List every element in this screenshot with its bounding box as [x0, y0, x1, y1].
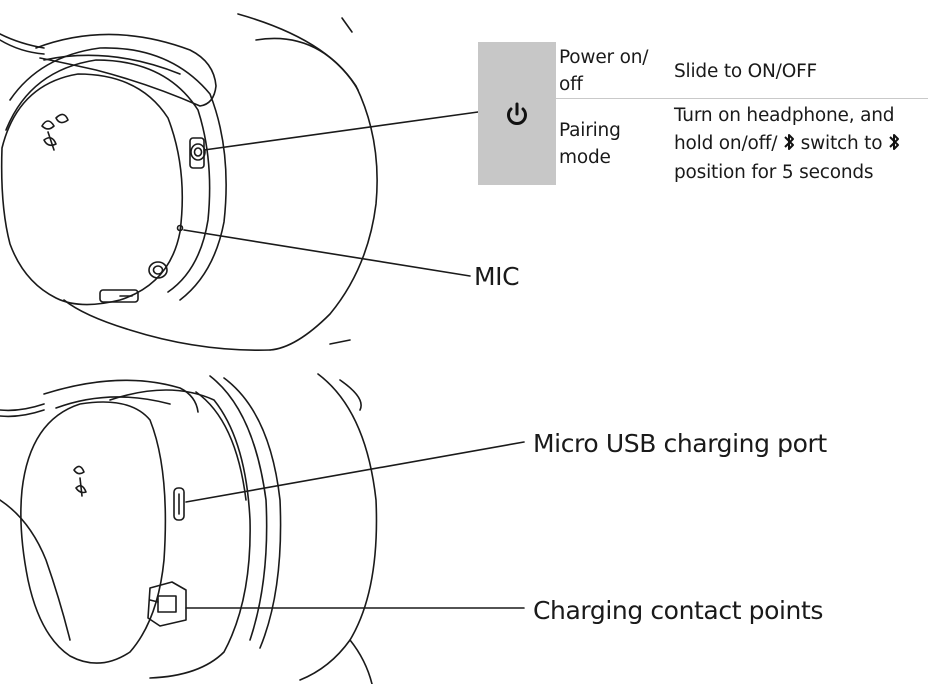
action-pairing-line2b: switch to — [794, 133, 889, 154]
mode-power-line2: off — [559, 74, 583, 95]
action-pairing-line3: position for 5 seconds — [674, 162, 874, 183]
mode-pairing-line1: Pairing — [559, 120, 621, 141]
power-icon — [507, 102, 527, 125]
table-row-divider — [556, 98, 928, 99]
bluetooth-icon — [889, 134, 900, 150]
bottom-headphone — [0, 373, 378, 684]
mode-power-line1: Power on/ — [559, 47, 649, 68]
action-pairing-line2: hold on/off/ switch to — [674, 130, 900, 157]
bluetooth-icon — [784, 134, 794, 150]
action-pairing-line2a: hold on/off/ — [674, 133, 783, 154]
power-leader-line — [203, 111, 479, 151]
action-pairing-line1: Turn on headphone, and — [674, 105, 895, 126]
mode-pairing-line2: mode — [559, 147, 611, 168]
mic-label: MIC — [474, 262, 520, 291]
usb-leader-line — [185, 441, 525, 503]
charging-contacts-label: Charging contact points — [533, 596, 824, 625]
action-power: Slide to ON/OFF — [674, 61, 817, 82]
top-headphone — [0, 13, 378, 351]
mic-leader-line — [183, 229, 471, 277]
micro-usb-label: Micro USB charging port — [533, 429, 827, 458]
